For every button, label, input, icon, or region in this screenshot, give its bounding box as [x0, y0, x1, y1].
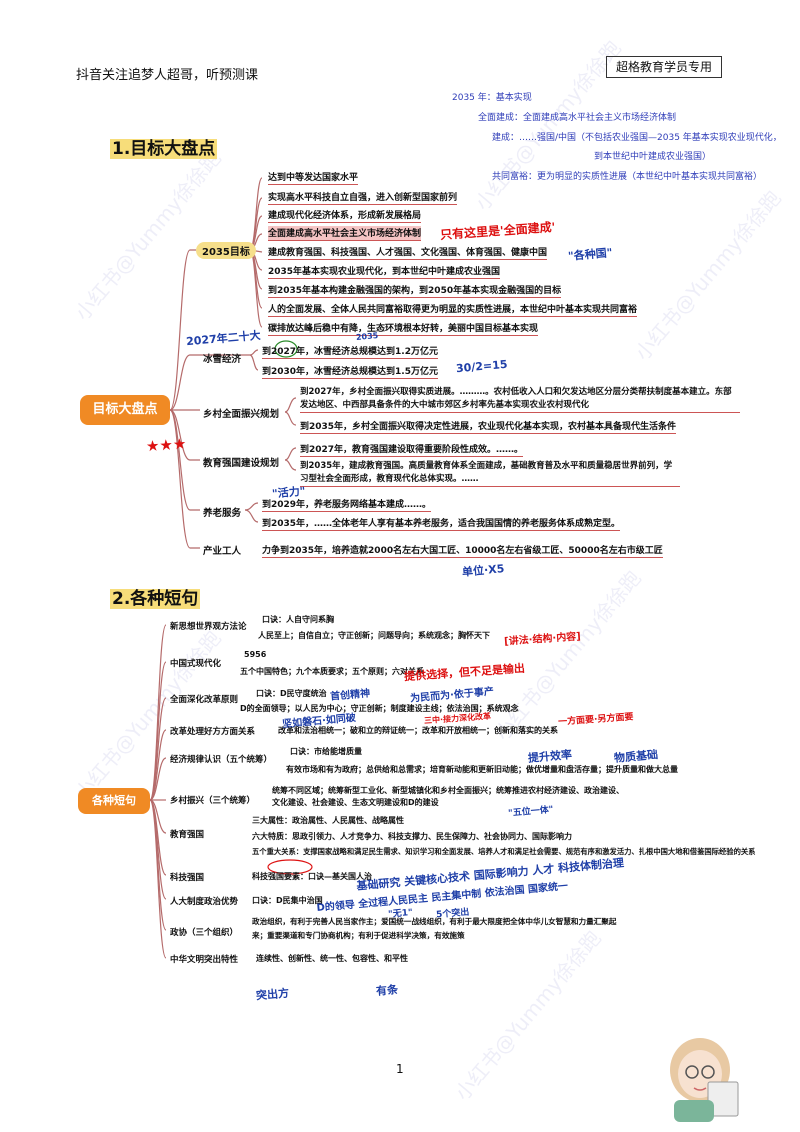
- short-branch: 全面深化改革原则: [170, 695, 239, 705]
- short-line: 科技强国要素：口诀—基关国人治: [252, 872, 372, 881]
- short-line: 五个重大关系：支撑国家战略和满足民生需求、知识学习和全面发展、培养人才和满足社会…: [252, 847, 756, 856]
- section-title: 2.各种短句: [110, 589, 201, 609]
- short-line: 政治组织，有利于完善人民当家作主；爱国统一战线组织，有利于最大限度把全体中华儿女…: [252, 917, 617, 926]
- handwritten-note: 有条: [375, 983, 399, 998]
- short-line: 来；重要渠道和专门协商机构；有利于促进科学决策，有效施策: [252, 931, 465, 940]
- short-branch: 新思想世界观方法论: [170, 622, 247, 632]
- goal-item: 达到中等发达国家水平: [268, 170, 359, 185]
- edu-item: 到2035年，建成教育强国。高质量教育体系全面建成，基础教育普及水平和质量稳居世…: [300, 460, 680, 487]
- short-branch: 人大制度政治优势: [170, 897, 239, 907]
- short-line: D的全面领导；以人民为中心；守正创新；制度建设主线；依法治国；系统观念: [240, 704, 519, 713]
- branch-elder: 养老服务: [203, 508, 242, 519]
- edu-item: 到2027年，教育强国建设取得重要阶段性成效。……。: [300, 442, 524, 457]
- branch-ice: 冰雪经济: [203, 354, 242, 365]
- short-branch: 经济规律认识（五个统筹）: [170, 755, 273, 765]
- goal-item: 2035年基本实现农业现代化，到本世纪中叶建成农业强国: [268, 264, 501, 279]
- branch-edu: 教育强国建设规划: [203, 458, 280, 469]
- goal-item: 实现高水平科技自立自强，进入创新型国家前列: [268, 190, 458, 205]
- short-line: 六大特质：思政引领力、人才竞争力、科技支撑力、民生保障力、社会协同力、国际影响力: [252, 832, 572, 841]
- goal-item: 建成现代化经济体系，形成新发展格局: [268, 208, 422, 223]
- header-promo: 抖音关注追梦人超哥，听预测课: [76, 68, 259, 83]
- elder-item: 到2029年，养老服务网络基本建成……。: [262, 497, 432, 512]
- goal-item: 到2035年基本构建金融强国的架构，到2050年基本实现金融强国的目标: [268, 283, 562, 298]
- handwritten-note: ★★★: [145, 434, 187, 456]
- short-branch: 教育强国: [170, 830, 205, 840]
- handwritten-note: 2035: [355, 331, 379, 342]
- short-line: 有效市场和有为政府；总供给和总需求；培育新动能和更新旧动能；做优增量和盘活存量；…: [286, 765, 678, 774]
- ice-item: 到2027年，冰雪经济总规模达到1.2万亿元: [262, 344, 438, 359]
- rural-item: 到2035年，乡村全面振兴取得决定性进展，农业现代化基本实现，农村基本具备现代生…: [300, 419, 677, 434]
- worker-item: 力争到2035年，培养造就2000名左右大国工匠、10000名左右省级工匠、50…: [262, 543, 663, 558]
- note-line: 建成：……强国/中国（不包括农业强国—2035 年基本实现农业现代化，: [492, 133, 782, 143]
- branch-rural: 乡村全面振兴规划: [203, 409, 280, 420]
- short-line: 文化建设、社会建设、生态文明建设和D的建设: [272, 798, 439, 807]
- short-line: 口诀：D民集中治国: [252, 896, 323, 905]
- short-branch: 中华文明突出特性: [170, 955, 239, 965]
- short-line: 五个中国特色；九个本质要求；五个原则；六对关系: [240, 667, 424, 676]
- mindmap-root: 目标大盘点: [80, 395, 170, 425]
- short-line: 统筹不同区域；统筹新型工业化、新型城镇化和乡村全面振兴；统筹推进农村经济建设、政…: [272, 786, 624, 795]
- branch-worker: 产业工人: [203, 546, 242, 557]
- short-branch: 政协（三个组织）: [170, 928, 239, 938]
- goal-item: 全面建成高水平社会主义市场经济体制: [268, 226, 422, 241]
- ice-item: 到2030年，冰雪经济总规模达到1.5万亿元: [262, 364, 438, 379]
- mindmap-root: 各种短句: [78, 788, 150, 814]
- avatar-illustration: [670, 1038, 739, 1122]
- handwritten-note: "无1": [387, 907, 414, 921]
- goal-item: 建成教育强国、科技强国、人才强国、文化强国、体育强国、健康中国: [268, 245, 548, 260]
- short-line: 5956: [244, 650, 267, 659]
- goal-item: 碳排放达峰后稳中有降，生态环境根本好转，美丽中国目标基本实现: [268, 321, 539, 336]
- short-line: 口诀：D民守度统治: [256, 689, 327, 698]
- short-branch: 中国式现代化: [170, 659, 222, 669]
- rural-item: 到2027年，乡村全面振兴取得实质进展。………。农村低收入人口和欠发达地区分层分…: [300, 386, 740, 413]
- goal-item: 人的全面发展、全体人民共同富裕取得更为明显的实质性进展，本世纪中叶基本实现共同富…: [268, 302, 638, 317]
- short-line: 三大属性：政治属性、人民属性、战略属性: [252, 816, 404, 825]
- note-line: 全面建成：全面建成高水平社会主义市场经济体制: [478, 113, 677, 123]
- handwritten-note: "活力": [271, 484, 307, 501]
- short-branch: 改革处理好方方面关系: [170, 727, 256, 737]
- short-branch: 科技强国: [170, 873, 205, 883]
- short-line: 连续性、创新性、统一性、包容性、和平性: [256, 954, 408, 963]
- branch-2035: 2035目标: [196, 242, 256, 259]
- note-line: 共同富裕：更为明显的实质性进展（本世纪中叶基本实现共同富裕）: [492, 172, 763, 182]
- short-line: 口诀：人自守问系胸: [262, 615, 334, 624]
- elder-item: 到2035年，……全体老年人享有基本养老服务，适合我国国情的养老服务体系成熟定型…: [262, 516, 621, 531]
- page-number: 1: [396, 1062, 404, 1076]
- note-line: 2035 年：基本实现: [452, 93, 532, 103]
- handwritten-note: 突出方: [255, 986, 290, 1003]
- short-line: 口诀：市给能增质量: [290, 747, 362, 756]
- section-title: 1.目标大盘点: [110, 139, 218, 159]
- short-branch: 乡村振兴（三个统筹）: [170, 796, 256, 806]
- short-line: 改革和法治相统一；破和立的辩证统一；改革和开放相统一；创新和落实的关系: [278, 726, 558, 735]
- short-line: 人民至上；自信自立；守正创新；问题导向；系统观念；胸怀天下: [258, 631, 490, 640]
- header-badge: 超格教育学员专用: [606, 56, 722, 78]
- note-line: 到本世纪中叶建成农业强国）: [594, 152, 712, 162]
